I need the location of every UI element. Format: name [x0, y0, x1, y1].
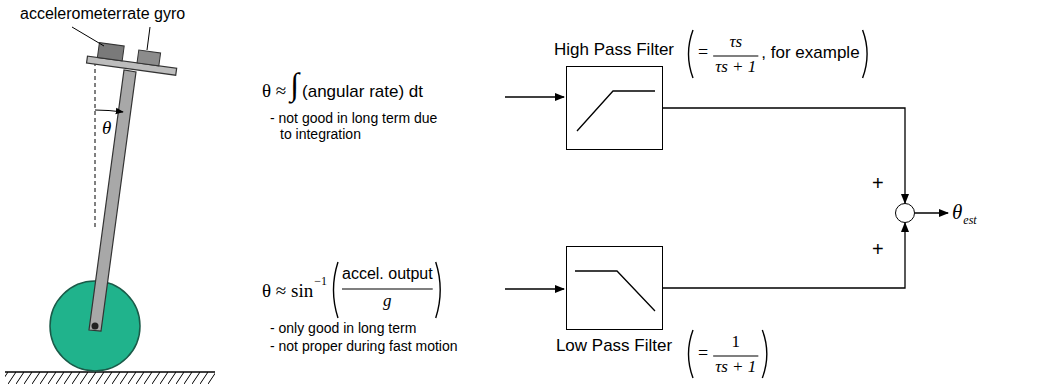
exponent: −1 — [314, 275, 327, 289]
fraction-numerator: 1 — [731, 332, 740, 352]
sensor-label: accelerometer — [20, 5, 121, 23]
formula-text: = — [698, 42, 708, 63]
parenthesis — [333, 262, 338, 318]
equation-text: θ ≈ sin — [262, 280, 313, 302]
sign-mark: + — [872, 238, 884, 261]
signal-arrow — [505, 288, 564, 289]
response-curve — [575, 271, 655, 311]
vertical-reference — [95, 62, 96, 230]
output-subscript: est — [963, 214, 976, 228]
axle — [92, 323, 99, 330]
fraction-bar — [713, 55, 758, 56]
sensor-label: rate gyro — [122, 5, 185, 23]
formula-text: , for example — [761, 43, 859, 63]
rate-gyro-body — [137, 50, 161, 66]
filter-title: High Pass Filter — [554, 40, 674, 60]
parenthesis — [689, 330, 694, 378]
integral-sign: ∫ — [290, 66, 299, 103]
filter-box: High Pass Filter — [566, 66, 663, 150]
equation-text: (angular rate) dt — [302, 82, 423, 102]
parenthesis — [863, 30, 868, 78]
formula-text: = — [698, 343, 708, 364]
accelerometer-body — [97, 43, 124, 61]
summing-junction: ++ — [895, 203, 915, 223]
fraction-numerator: τs — [729, 32, 742, 52]
mount-plate — [87, 56, 177, 75]
output-symbol: θ — [952, 200, 962, 224]
fraction-denominator: g — [383, 291, 392, 311]
ground-line — [5, 371, 215, 373]
sign-mark: + — [872, 172, 884, 195]
response-curve — [577, 91, 655, 131]
note-text: - not proper during fast motion — [270, 338, 458, 354]
fraction-numerator: accel. output — [342, 265, 433, 283]
parenthesis — [689, 30, 694, 78]
frequency-response — [567, 247, 661, 328]
parenthesis — [762, 330, 767, 378]
filter-box: Low Pass Filter — [566, 246, 663, 330]
signal-arrow — [505, 96, 564, 97]
equation-text: θ ≈ — [262, 80, 286, 102]
fraction-denominator: τs + 1 — [715, 357, 756, 377]
ground-hatch — [5, 372, 215, 384]
signal-line — [663, 223, 905, 288]
fraction-bar — [342, 288, 433, 289]
angle-arc — [95, 110, 123, 112]
leader-line — [72, 27, 104, 46]
parenthesis — [436, 262, 441, 318]
note-text: - not good in long term due to integrati… — [270, 110, 448, 142]
leader-line — [147, 27, 150, 50]
note-text: - only good in long term — [270, 320, 416, 336]
fraction-denominator: τs + 1 — [715, 57, 756, 77]
output-arrow — [915, 212, 948, 213]
frequency-response — [567, 67, 661, 148]
filter-title: Low Pass Filter — [556, 336, 672, 356]
fraction-bar — [713, 355, 758, 356]
angle-symbol: θ — [102, 117, 111, 139]
signal-line — [663, 108, 905, 203]
pendulum-rod — [89, 70, 136, 331]
